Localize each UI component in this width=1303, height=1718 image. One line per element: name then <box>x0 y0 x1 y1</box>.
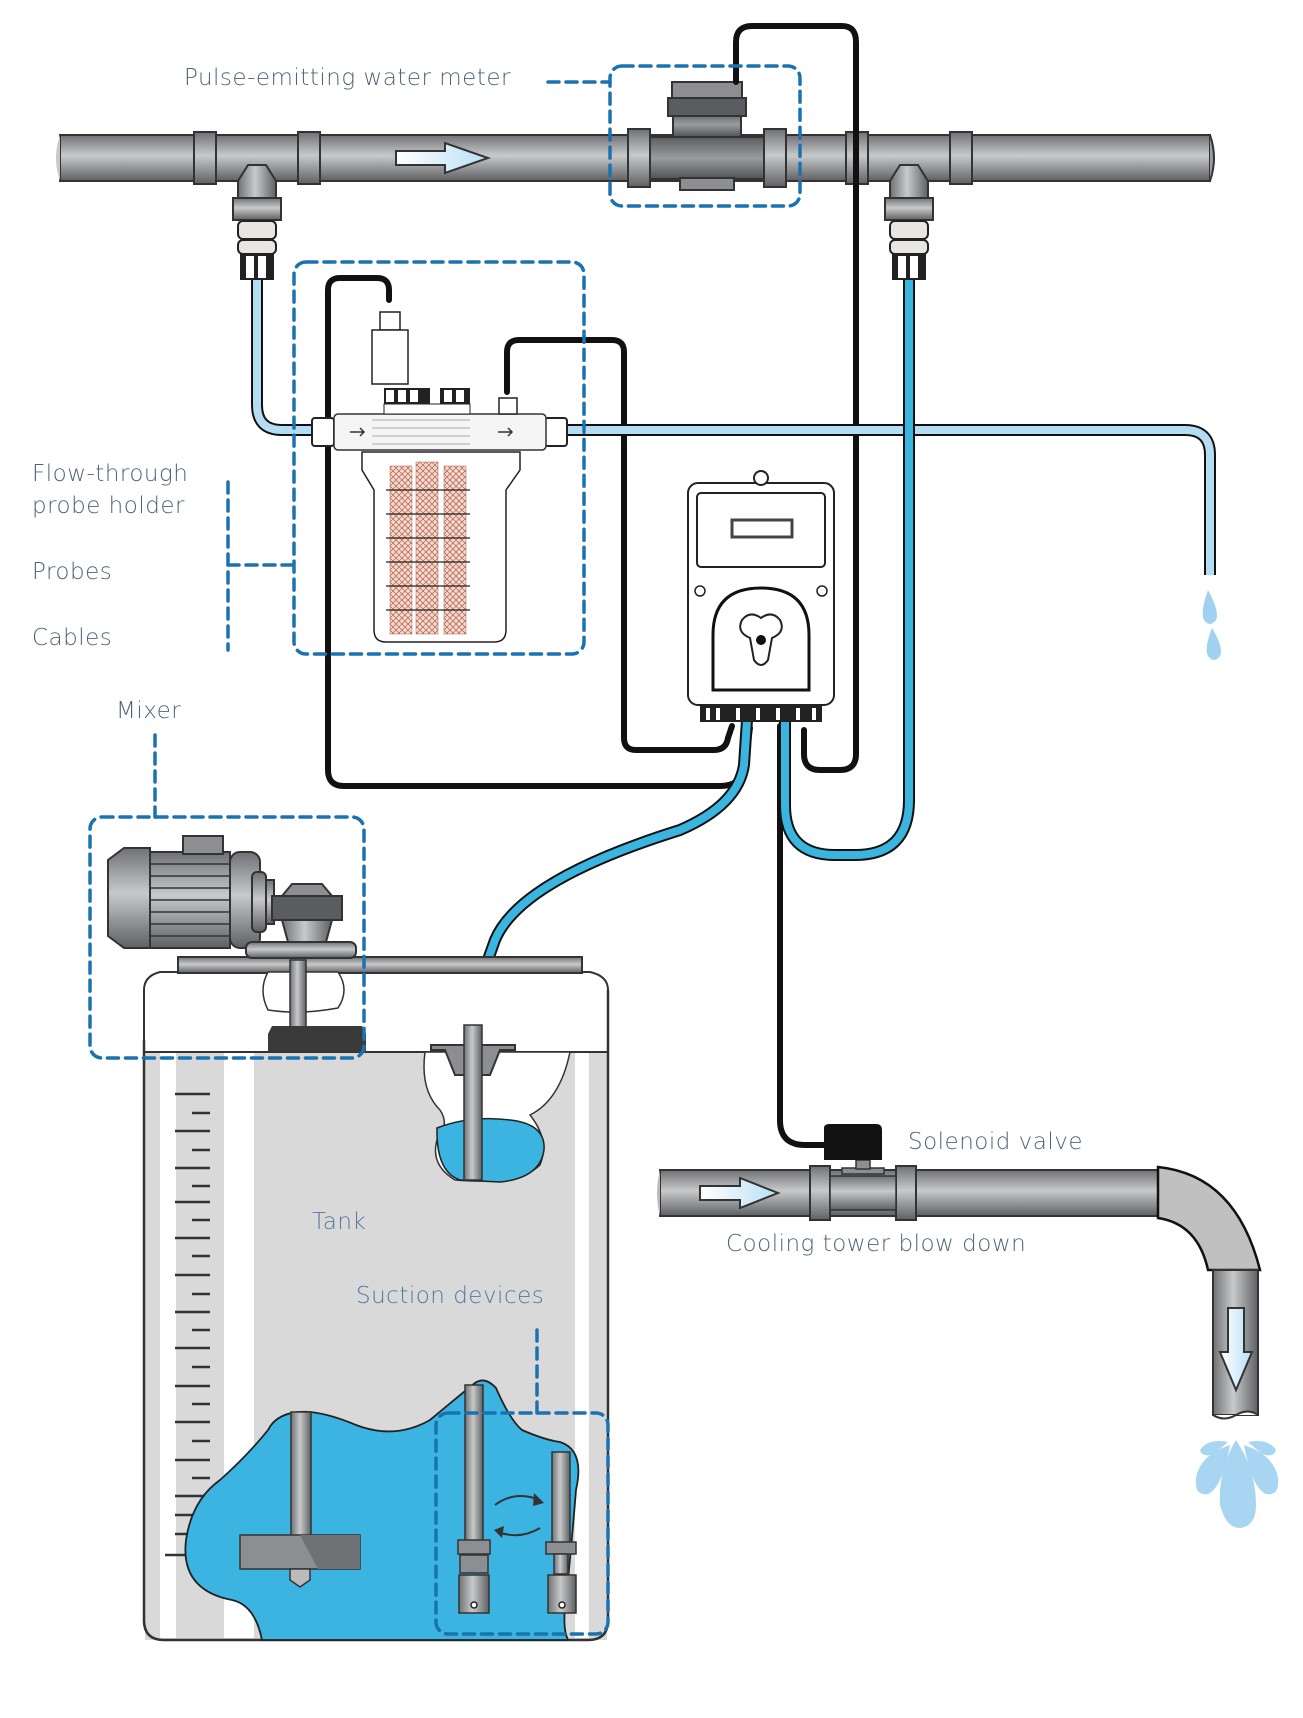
callout-probe-holder <box>292 260 586 656</box>
solenoid-valve <box>824 1124 882 1160</box>
callout-water-meter <box>608 64 802 208</box>
suction-lance <box>463 1024 483 1181</box>
flow-arrow-right-icon <box>395 141 492 175</box>
mixer-motor <box>107 835 357 959</box>
pump-display <box>730 518 794 539</box>
dosing-pump <box>687 470 835 722</box>
label-blow-down: Cooling tower blow down <box>726 1231 1027 1257</box>
callout-boxes <box>88 64 802 1636</box>
label-probe-holder-line1: Flow-through <box>32 461 189 487</box>
flow-through-probe-holder <box>311 311 568 643</box>
label-solenoid-valve: Solenoid valve <box>908 1129 1084 1155</box>
label-suction-devices: Suction devices <box>356 1283 545 1309</box>
pipe-coupling <box>297 131 321 185</box>
label-cables: Cables <box>32 625 113 651</box>
label-probe-holder-line2: probe holder <box>32 493 185 519</box>
callout-suction-devices <box>434 1411 610 1636</box>
sample-tubes <box>251 280 1216 1013</box>
water-drip-icon <box>1202 590 1221 660</box>
pipe-coupling <box>193 131 217 185</box>
flow-arrow-down-icon <box>1218 1307 1254 1393</box>
label-mixer: Mixer <box>116 698 182 724</box>
label-water-meter: Pulse-emitting water meter <box>184 65 511 91</box>
flow-arrow-right-icon <box>699 1176 781 1210</box>
water-splash-icon <box>1195 1440 1279 1528</box>
mixer-blade <box>239 1411 361 1588</box>
label-tank: Tank <box>312 1209 367 1235</box>
cables <box>325 23 859 1148</box>
callout-mixer <box>88 815 366 1060</box>
water-meter <box>627 81 787 191</box>
suction-devices <box>457 1384 577 1614</box>
label-probes: Probes <box>32 559 113 585</box>
